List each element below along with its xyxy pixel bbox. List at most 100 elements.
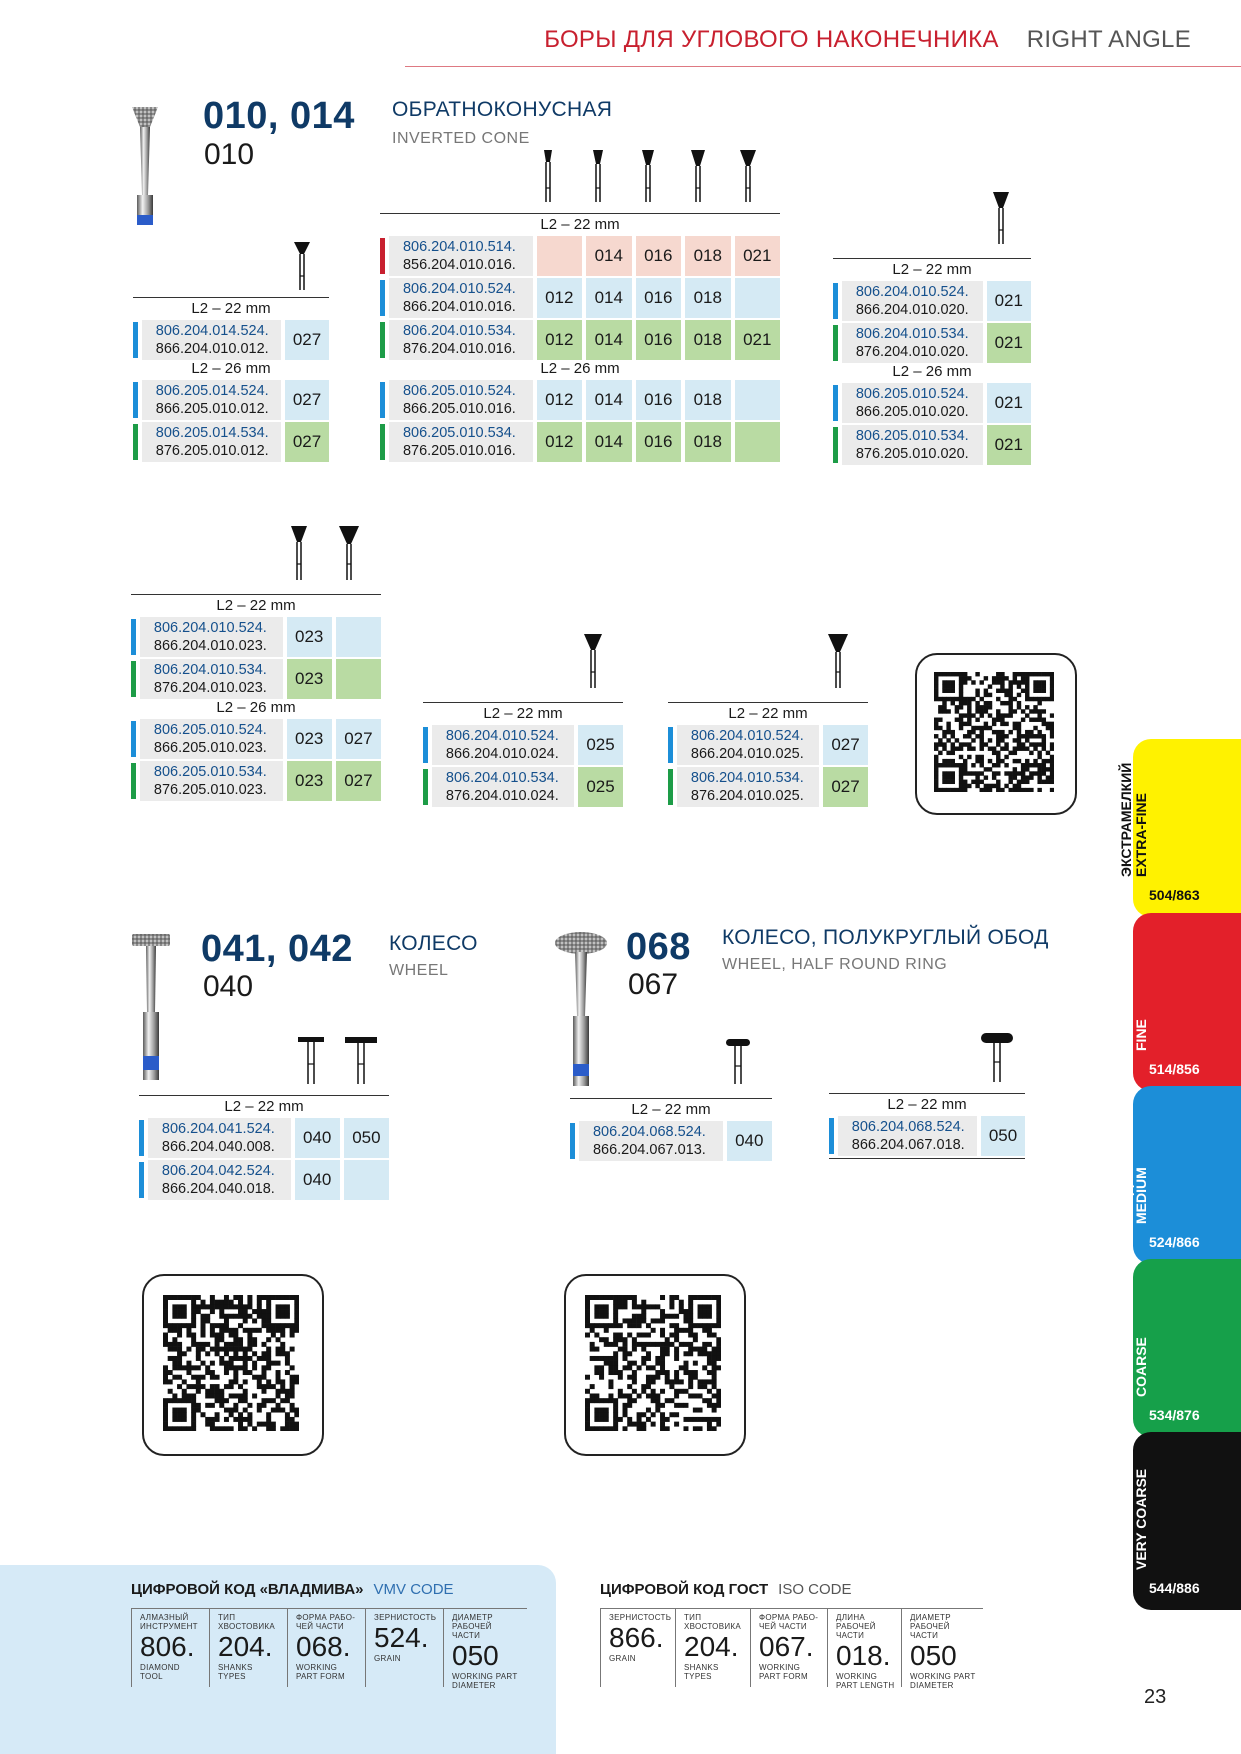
inverted-cone-shape-icon — [291, 526, 307, 580]
vmv-code-legend-title: ЦИФРОВОЙ КОД «ВЛАДМИВА»VMV CODE — [131, 1581, 454, 1598]
grit-code: 504/863 — [1149, 887, 1200, 903]
wheel-half-round-shape-icon — [981, 1033, 1013, 1082]
length-label: L2 – 22 mm — [224, 1098, 304, 1115]
legend-column-number: 018. — [836, 1640, 891, 1671]
diameter-cell: 018 — [685, 422, 731, 462]
grit-code: 524/866 — [1149, 1234, 1200, 1250]
table-row: 806.204.010.524.866.204.010.024. 025 — [423, 725, 623, 765]
table-row: 806.205.010.524.866.205.010.016. 012 014… — [380, 380, 781, 420]
order-codes: 806.204.010.524.866.204.010.020. — [841, 281, 983, 321]
table-row: 806.204.010.534.876.204.010.016. 012 014… — [380, 320, 781, 360]
size-table-010-023: L2 – 22 mm 806.204.010.524.866.204.010.0… — [131, 594, 381, 803]
inverted-cone-shape-icon — [339, 526, 359, 580]
order-codes: 806.204.010.534.876.204.010.020. — [841, 323, 983, 363]
wheel-bur-image — [132, 934, 170, 1080]
legend-column-caption: GRAIN — [609, 1654, 636, 1663]
diameter-cell: 027 — [285, 380, 329, 420]
order-codes: 806.204.068.524.866.204.067.018. — [837, 1116, 978, 1156]
iso-code: 876.204.010.024. — [445, 788, 559, 804]
vmv-code: 806.205.014.534. — [155, 425, 269, 441]
qr-code-wheel[interactable] — [142, 1274, 324, 1456]
grit-label-ru: ОЧЕНЬ ГРУБЫЙ — [1118, 1456, 1134, 1570]
order-codes: 806.204.042.524.866.204.040.018. — [147, 1160, 291, 1200]
table-row: 806.205.010.534.876.205.010.020. 021 — [833, 425, 1031, 465]
order-codes: 806.204.010.524.866.204.010.024. — [431, 725, 575, 765]
grit-color-marker — [133, 424, 138, 460]
order-codes: 806.204.010.534.876.204.010.023. — [139, 659, 283, 699]
iso-code: 866.204.010.016. — [402, 299, 516, 315]
diameter-cell — [343, 1160, 389, 1200]
table-rule — [829, 1158, 1025, 1159]
diameter-cell: 021 — [986, 323, 1031, 363]
grit-color-marker — [380, 382, 385, 418]
table-rule — [139, 1095, 389, 1096]
iso-code: 876.205.010.023. — [153, 782, 267, 798]
length-label: L2 – 22 mm — [483, 705, 563, 722]
order-codes: 806.204.010.524.866.204.010.023. — [139, 617, 283, 657]
grit-color-marker — [423, 727, 428, 763]
grit-label-ru: ГРУБЫЙ — [1118, 1337, 1134, 1397]
size-table-010-020: L2 – 22 mm 806.204.010.524.866.204.010.0… — [833, 258, 1031, 467]
grit-color-marker — [570, 1123, 575, 1159]
table-row: 806.204.010.524.866.204.010.023. 023 — [131, 617, 381, 657]
size-table-010-025: L2 – 22 mm 806.204.010.524.866.204.010.0… — [668, 702, 868, 809]
wheel-shape-icon — [345, 1037, 377, 1084]
legend-column-caption: SHANKS TYPES — [218, 1663, 253, 1681]
table-row: 806.204.068.524.866.204.067.013. 040 — [570, 1121, 772, 1161]
vmv-code: 806.204.014.524. — [155, 323, 269, 339]
legend-column-title: ДИАМЕТР РАБОЧЕЙ ЧАСТИ — [910, 1613, 951, 1640]
iso-code: 866.204.010.025. — [690, 746, 804, 762]
vmv-code: 806.204.010.524. — [402, 281, 516, 297]
legend-title-ru: ЦИФРОВОЙ КОД «ВЛАДМИВА» — [131, 1581, 364, 1598]
vmv-code: 806.205.010.524. — [855, 386, 969, 402]
diameter-cell: 027 — [285, 422, 329, 462]
length-label: L2 – 22 mm — [631, 1101, 711, 1118]
diameter-cell: 021 — [734, 236, 781, 276]
qr-code-inverted-cone[interactable] — [915, 653, 1077, 815]
diameter-cell: 021 — [986, 281, 1031, 321]
diameter-cell: 018 — [685, 320, 731, 360]
legend-column-caption: WORKING PART FORM — [296, 1663, 345, 1681]
diameter-cell — [734, 278, 781, 318]
table-row: 806.204.041.524.866.204.040.008. 040 050 — [139, 1118, 389, 1158]
vmv-code: 806.204.010.534. — [855, 326, 969, 342]
table-rule — [833, 258, 1031, 259]
length-label: L2 – 22 mm — [540, 216, 620, 233]
legend-column-number: 524. — [374, 1622, 429, 1653]
size-table-068-b: L2 – 22 mm 806.204.068.524.866.204.067.0… — [829, 1093, 1025, 1159]
iso-code: 876.204.010.016. — [402, 341, 516, 357]
diameter-cell: 012 — [536, 380, 583, 420]
qr-code-wheel-half-round[interactable] — [564, 1274, 746, 1456]
diameter-cell: 027 — [335, 719, 381, 759]
size-table-068-a: L2 – 22 mm 806.204.068.524.866.204.067.0… — [570, 1098, 772, 1163]
wheel-half-round-bur-image — [555, 932, 607, 1086]
product-name-en-wheel: WHEEL — [389, 962, 449, 979]
diameter-cell: 014 — [586, 278, 632, 318]
grit-color-marker — [833, 283, 838, 319]
table-rule — [380, 213, 780, 214]
diameter-cell: 014 — [586, 422, 632, 462]
inverted-cone-shape-icon — [828, 634, 848, 688]
grit-label-en: VERY COARSE — [1133, 1468, 1149, 1570]
table-rule — [423, 702, 623, 703]
table-rule — [829, 1093, 1025, 1094]
legend-column-title: ТИП ХВОСТОВИКА — [218, 1613, 275, 1631]
inverted-cone-shape-icon — [294, 242, 310, 290]
product-code-010-014: 010, 014 — [203, 95, 355, 137]
legend-column-title: ЗЕРНИСТОСТЬ — [609, 1613, 672, 1622]
vmv-code: 806.205.010.524. — [402, 383, 516, 399]
iso-code: 876.204.010.023. — [153, 680, 267, 696]
header-title-en: RIGHT ANGLE — [1026, 26, 1191, 53]
product-iso-code-067: 067 — [628, 968, 679, 1001]
